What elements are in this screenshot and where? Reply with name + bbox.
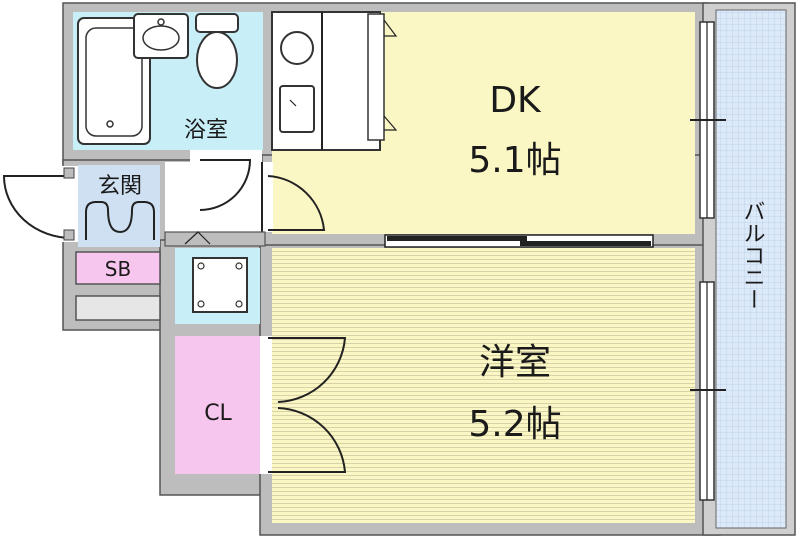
hallway <box>165 162 273 232</box>
closet-label: CL <box>204 401 232 426</box>
shoe-box: SB <box>75 251 161 321</box>
washbasin-icon <box>133 13 189 59</box>
western-room-name: 洋室 <box>479 342 551 383</box>
bathroom: 浴室 <box>73 12 263 150</box>
western-room-size: 5.2帖 <box>468 404 561 445</box>
closet: CL <box>175 336 347 474</box>
entrance-label: 玄関 <box>98 174 142 199</box>
sliding-door <box>384 234 654 248</box>
bathtub-icon <box>77 17 151 145</box>
sink-icon <box>279 85 315 133</box>
kitchen-counter <box>271 11 398 151</box>
fridge-space <box>367 13 385 141</box>
western-room: 洋室 5.2帖 <box>272 248 695 523</box>
entrance: 玄関 <box>78 165 160 247</box>
stove-burner-icon <box>280 31 314 65</box>
windows <box>690 21 726 501</box>
bathroom-label: 浴室 <box>184 118 228 143</box>
dk-room-size: 5.1帖 <box>468 140 561 181</box>
entrance-door <box>0 166 78 242</box>
toilet-tank-icon <box>195 13 239 33</box>
dk-room: DK 5.1帖 <box>272 12 695 234</box>
interior-doors <box>164 150 326 247</box>
dk-room-name: DK <box>489 80 542 121</box>
balcony-label: バルコニー <box>740 200 765 310</box>
balcony: バルコニー <box>702 2 796 536</box>
laundry-space <box>175 248 260 324</box>
washing-machine-icon <box>192 257 248 313</box>
toilet-bowl-icon <box>196 31 238 89</box>
shoe-box-label: SB <box>105 257 131 281</box>
